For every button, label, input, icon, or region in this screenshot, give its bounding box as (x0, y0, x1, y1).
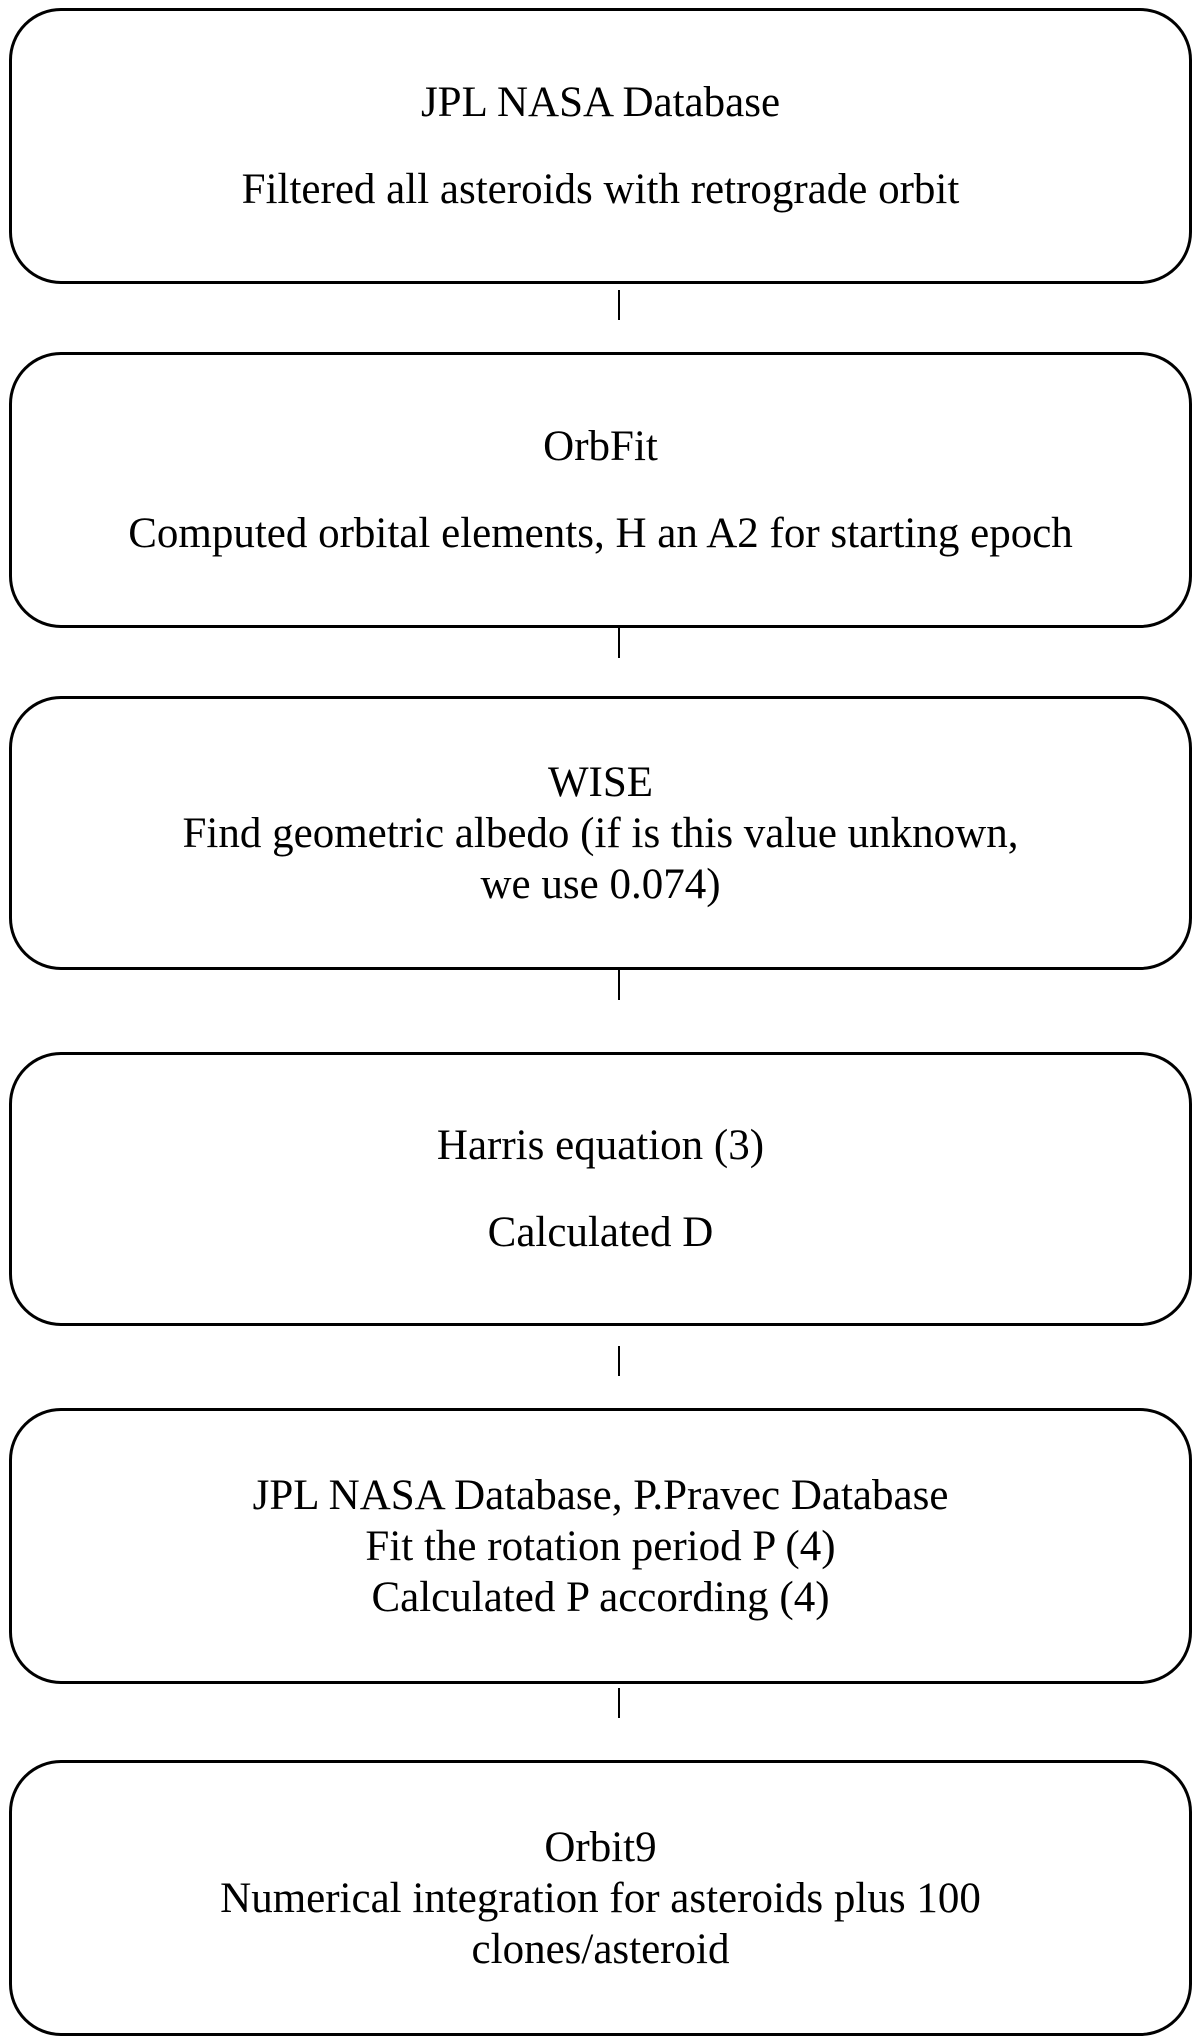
connector-line (618, 290, 620, 320)
step-title: OrbFit (543, 423, 658, 470)
step-box-wise: WISE Find geometric albedo (if is this v… (9, 696, 1192, 970)
step-description: Filtered all asteroids with retrograde o… (241, 166, 960, 213)
step-description: Fit the rotation period P (4) (365, 1522, 836, 1570)
step-box-rotation-period: JPL NASA Database, P.Pravec Database Fit… (9, 1408, 1192, 1684)
step-box-harris-equation: Harris equation (3) Calculated D (9, 1052, 1192, 1326)
step-description: Find geometric albedo (if is this value … (182, 809, 1019, 857)
step-title: Orbit9 (544, 1823, 657, 1871)
connector-line (618, 1688, 620, 1718)
step-title: Harris equation (3) (436, 1122, 765, 1169)
step-description: Calculated D (487, 1209, 714, 1256)
step-box-orbit9: Orbit9 Numerical integration for asteroi… (9, 1760, 1192, 2036)
step-title: JPL NASA Database, P.Pravec Database (252, 1471, 949, 1519)
connector-line (618, 628, 620, 658)
step-description: we use 0.074) (480, 860, 721, 908)
step-description: Calculated P according (4) (371, 1573, 830, 1621)
step-description: clones/asteroid (471, 1925, 730, 1973)
connector-line (618, 970, 620, 1000)
step-description: Computed orbital elements, H an A2 for s… (128, 510, 1073, 557)
connector-line (618, 1346, 620, 1376)
step-description: Numerical integration for asteroids plus… (220, 1874, 981, 1922)
step-title: JPL NASA Database (420, 79, 781, 126)
step-box-jpl-nasa-database: JPL NASA Database Filtered all asteroids… (9, 8, 1192, 284)
step-title: WISE (547, 758, 654, 806)
step-box-orbfit: OrbFit Computed orbital elements, H an A… (9, 352, 1192, 628)
